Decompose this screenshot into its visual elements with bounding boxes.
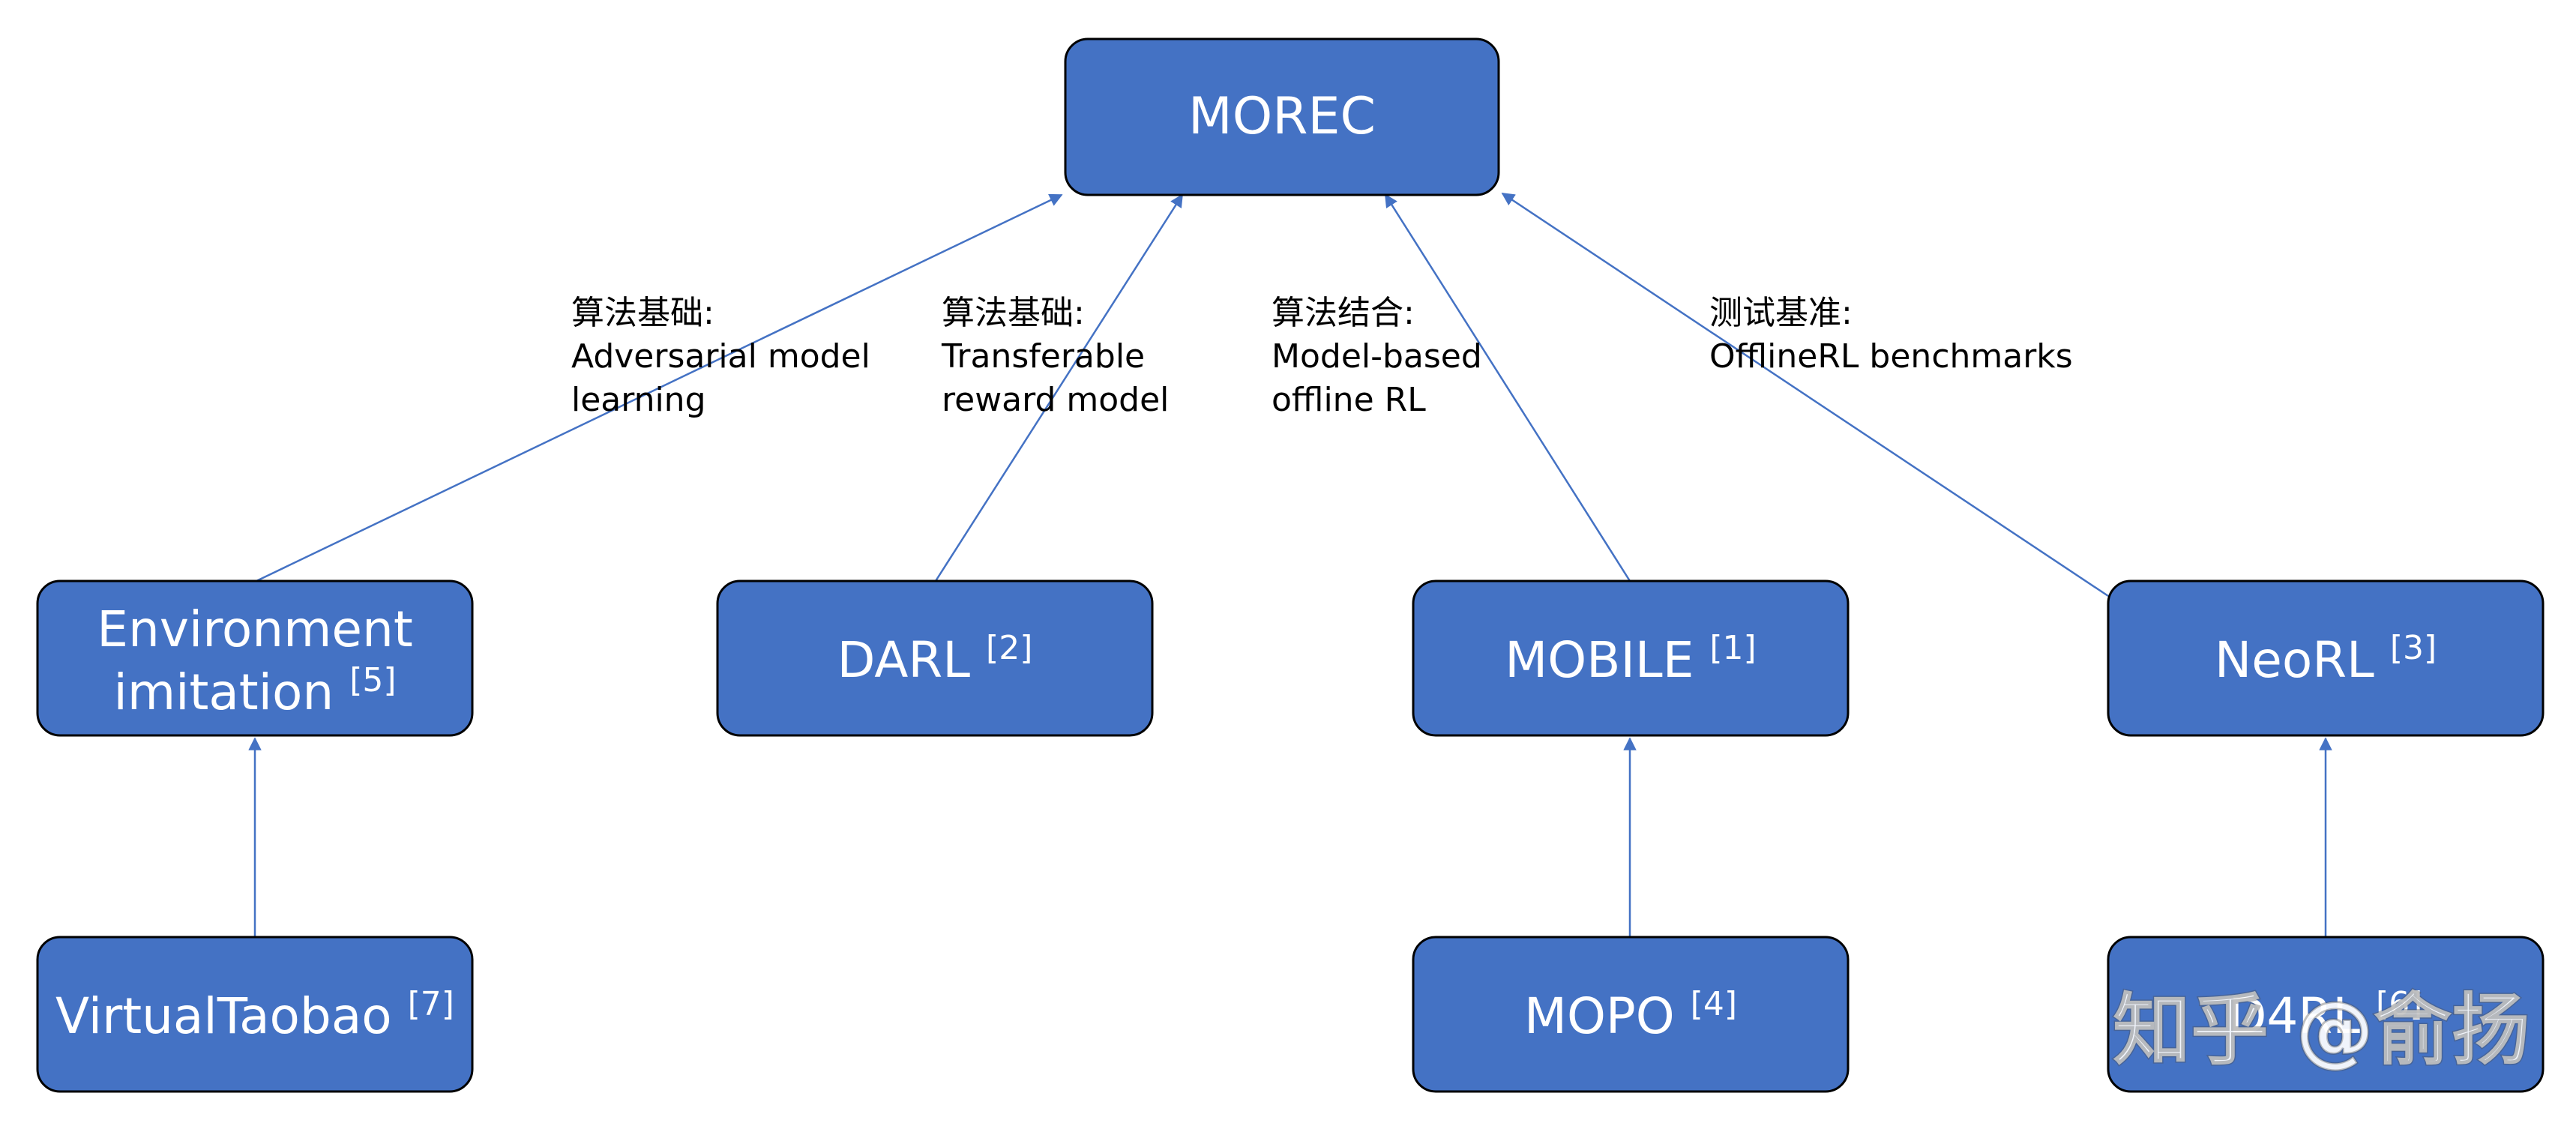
node-environment-imitation-line1: Environment xyxy=(97,600,412,658)
edge-label-env: 算法基础: Adversarial model learning xyxy=(571,294,881,419)
node-morec-box xyxy=(1064,37,1500,196)
edge-env-to-morec xyxy=(256,193,1063,582)
node-mobile-ref: [1] xyxy=(1709,629,1756,667)
node-environment-imitation-box xyxy=(36,579,474,737)
edge-label-neorl: 测试基准: OfflineRL benchmarks xyxy=(1709,294,2073,376)
edge-labels: 算法基础: Adversarial model learning 算法基础: T… xyxy=(571,294,2073,419)
node-d4rl-text: D4RL [6] xyxy=(2229,985,2423,1045)
node-mobile-text: MOBILE [1] xyxy=(1505,629,1756,689)
node-virtualtaobao-text: VirtualTaobao [7] xyxy=(55,985,454,1045)
node-darl-box xyxy=(716,579,1154,737)
node-darl-ref: [2] xyxy=(986,629,1032,667)
node-mopo-text: MOPO [4] xyxy=(1524,985,1737,1045)
edge-label-darl-line1: 算法基础: xyxy=(942,294,1085,332)
edge-label-neorl-line2: OfflineRL benchmarks xyxy=(1709,337,2073,376)
node-darl-label: DARL xyxy=(837,631,971,689)
edge-label-neorl-line1: 测试基准: xyxy=(1709,294,1853,332)
edge-label-mobile-line1: 算法结合: xyxy=(1272,294,1415,332)
node-virtualtaobao-box xyxy=(36,936,474,1093)
node-neorl-label: NeoRL xyxy=(2215,631,2374,689)
node-virtualtaobao[interactable]: VirtualTaobao [7] xyxy=(36,936,474,1093)
node-neorl-ref: [3] xyxy=(2390,629,2437,667)
node-virtualtaobao-label: VirtualTaobao xyxy=(55,987,392,1045)
edge-label-mobile-line2: Model-based xyxy=(1272,337,1482,376)
node-morec-label: MOREC xyxy=(1188,87,1376,146)
node-mopo[interactable]: MOPO [4] xyxy=(1412,936,1850,1093)
node-d4rl-label: D4RL xyxy=(2229,987,2361,1045)
edge-label-env-line3: learning xyxy=(571,381,706,419)
edges xyxy=(248,192,2332,937)
node-neorl[interactable]: NeoRL [3] xyxy=(2107,579,2545,737)
node-mobile-box xyxy=(1412,579,1850,737)
node-environment-imitation[interactable]: Environment imitation [5] xyxy=(36,579,474,737)
node-d4rl[interactable]: D4RL [6] xyxy=(2107,936,2545,1093)
node-darl[interactable]: DARL [2] xyxy=(716,579,1154,737)
node-environment-imitation-ref: [5] xyxy=(349,661,396,699)
edge-label-darl-line2: Transferable xyxy=(941,337,1145,376)
node-mobile[interactable]: MOBILE [1] xyxy=(1412,579,1850,737)
watermark: 知乎 @俞扬 xyxy=(2113,984,2530,1076)
node-mopo-label: MOPO xyxy=(1524,987,1675,1045)
node-environment-imitation-line2: imitation [5] xyxy=(113,661,396,721)
node-darl-text: DARL [2] xyxy=(837,629,1033,689)
node-mobile-label: MOBILE xyxy=(1505,631,1694,689)
edge-label-darl-line3: reward model xyxy=(942,381,1169,419)
node-morec[interactable]: MOREC xyxy=(1064,37,1500,196)
edge-label-mobile: 算法结合: Model-based offline RL xyxy=(1272,294,1493,419)
node-mopo-ref: [4] xyxy=(1691,985,1737,1023)
edge-label-env-line2: Adversarial model xyxy=(571,337,870,376)
node-environment-imitation-label: imitation xyxy=(113,663,334,721)
edge-neorl-to-morec xyxy=(1501,192,2109,597)
edge-mobile-to-morec xyxy=(1384,193,1631,582)
node-d4rl-ref: [6] xyxy=(2376,985,2422,1023)
edge-label-env-line1: 算法基础: xyxy=(571,294,714,332)
node-mopo-box xyxy=(1412,936,1850,1093)
node-d4rl-box xyxy=(2107,936,2545,1093)
edge-label-mobile-line3: offline RL xyxy=(1272,381,1426,419)
node-neorl-box xyxy=(2107,579,2545,737)
node-neorl-text: NeoRL [3] xyxy=(2215,629,2437,689)
edge-darl-to-morec xyxy=(934,193,1184,582)
edge-label-darl: 算法基础: Transferable reward model xyxy=(941,294,1169,419)
node-virtualtaobao-ref: [7] xyxy=(408,985,454,1023)
